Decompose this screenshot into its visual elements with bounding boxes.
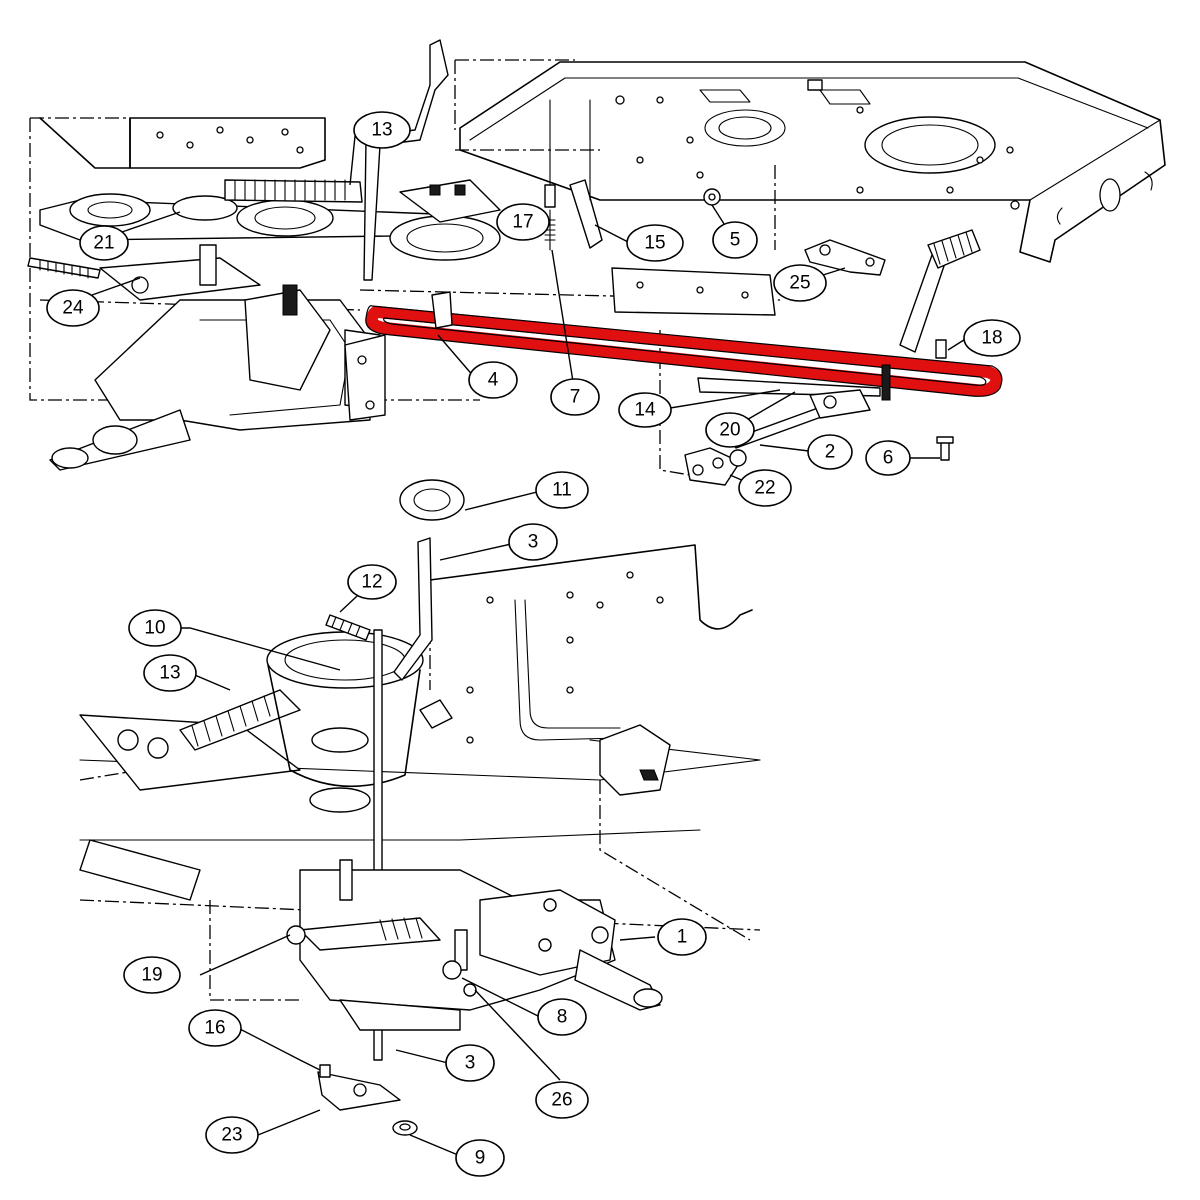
callout-14[interactable]: 14 [618,392,672,428]
pedal-arm [899,229,981,359]
svg-text:4: 4 [488,370,499,391]
svg-text:5: 5 [730,230,741,251]
callout-12[interactable]: 12 [347,564,397,600]
bolt-7-17 [544,99,556,251]
callout-3-bottom[interactable]: 3 [445,1044,495,1082]
callout-5[interactable]: 5 [712,221,758,259]
callout-23[interactable]: 23 [205,1116,259,1154]
lever-15 [569,99,603,249]
callout-4[interactable]: 4 [468,361,518,399]
callout-25[interactable]: 25 [773,264,827,302]
bracket-4 [344,291,453,421]
svg-text:3: 3 [528,532,539,553]
svg-text:6: 6 [883,448,894,469]
drive-pulley-assembly [39,179,501,261]
frame-plate-lower [429,544,753,744]
callout-1[interactable]: 1 [657,918,707,956]
tension-spring-24 [27,244,261,301]
callout-24[interactable]: 24 [46,289,100,327]
shift-rod-3 [325,479,465,1061]
svg-text:20: 20 [719,420,740,441]
nut-9 [392,1120,418,1136]
callout-13-bottom[interactable]: 13 [143,654,197,692]
svg-text:23: 23 [221,1125,242,1146]
bracket-22 [684,447,747,486]
svg-text:18: 18 [981,328,1002,349]
callout-13-top[interactable]: 13 [353,111,411,149]
svg-text:10: 10 [144,618,165,639]
svg-text:7: 7 [570,387,581,408]
control-rods [697,364,891,449]
callout-22[interactable]: 22 [738,469,792,507]
svg-text:21: 21 [93,233,114,254]
svg-text:12: 12 [361,572,382,593]
svg-text:13: 13 [371,120,392,141]
callout-18[interactable]: 18 [963,319,1021,357]
svg-text:25: 25 [789,273,810,294]
svg-text:3: 3 [465,1053,476,1074]
svg-text:2: 2 [825,442,836,463]
bracket-25 [804,239,886,276]
svg-text:19: 19 [141,965,162,986]
transaxle-upper [49,284,381,471]
callout-8[interactable]: 8 [537,998,587,1036]
callout-3-top[interactable]: 3 [508,523,558,561]
upper-assembly-view [27,39,1166,486]
callout-11[interactable]: 11 [535,471,589,509]
nut-5 [703,188,721,206]
callout-21[interactable]: 21 [79,225,129,261]
callouts: 13 21 24 17 15 5 25 18 [46,111,1021,1177]
svg-text:9: 9 [475,1148,486,1169]
pulley-10 [266,631,453,813]
bracket-16-23 [317,1064,401,1111]
frame-plate-right [459,61,1166,263]
callout-16[interactable]: 16 [188,1009,242,1047]
center-bracket-plate [611,267,776,316]
svg-text:1: 1 [677,927,688,948]
drive-belt-highlight [365,305,1003,397]
nut-8-26 [442,960,477,997]
transaxle-lower [286,859,663,1031]
svg-text:11: 11 [552,480,572,501]
callout-6[interactable]: 6 [865,440,911,476]
bolt-6 [936,436,954,461]
svg-text:17: 17 [512,212,533,233]
svg-text:24: 24 [62,298,84,319]
svg-text:26: 26 [551,1090,572,1111]
shift-rod-13 [363,39,449,281]
callout-7[interactable]: 7 [550,378,600,416]
callout-19[interactable]: 19 [123,956,181,994]
callout-17[interactable]: 17 [496,203,550,241]
callout-15[interactable]: 15 [626,224,684,262]
svg-text:13: 13 [159,663,180,684]
lower-assembly-view [79,479,761,1136]
callout-2[interactable]: 2 [807,434,853,470]
side-plate-left [29,117,480,401]
spring-13-lower [117,689,301,759]
callout-9[interactable]: 9 [455,1139,505,1177]
svg-text:15: 15 [644,233,665,254]
callout-20[interactable]: 20 [705,412,755,448]
callout-10[interactable]: 10 [128,609,182,647]
svg-text:14: 14 [634,400,656,421]
svg-text:8: 8 [557,1007,568,1028]
svg-text:22: 22 [754,478,775,499]
svg-text:16: 16 [204,1018,225,1039]
callout-26[interactable]: 26 [535,1081,589,1119]
